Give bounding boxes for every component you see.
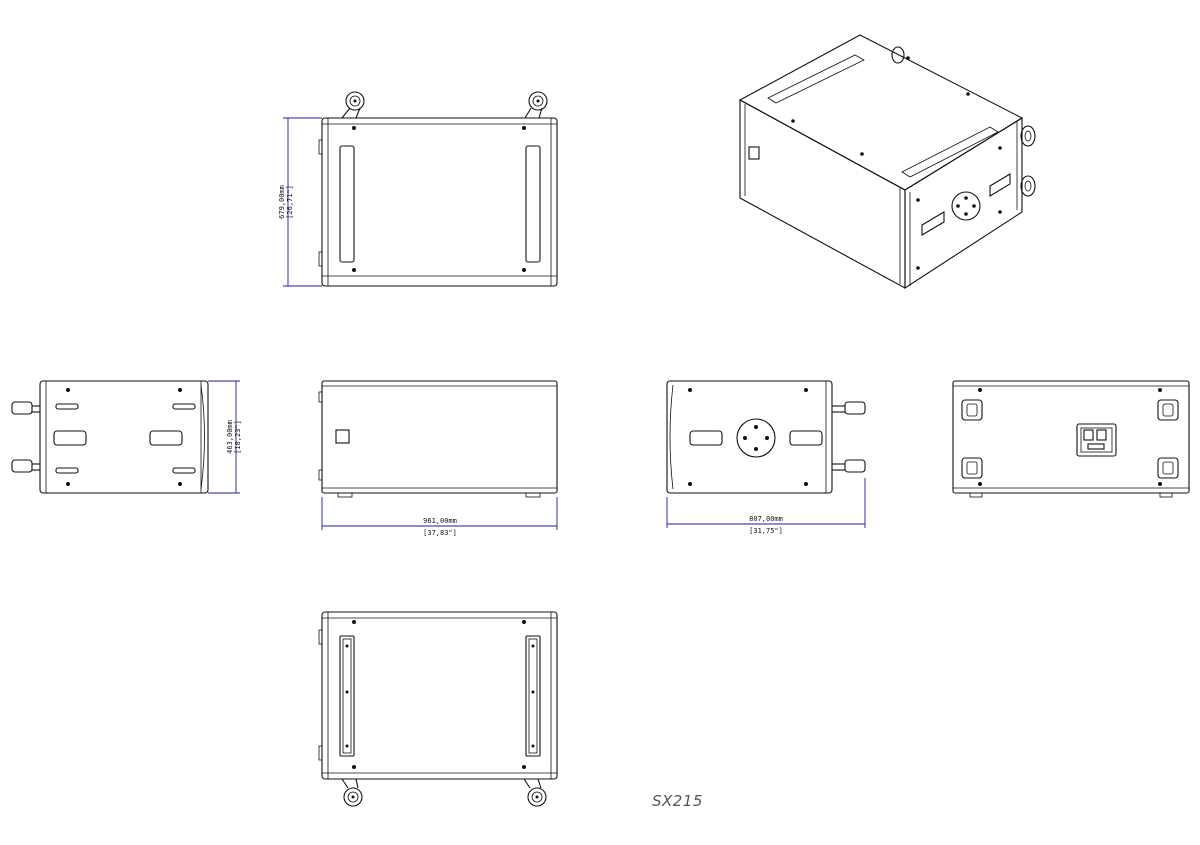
caster-icon <box>891 46 905 64</box>
side-inch-label: [31,75"] <box>749 527 783 535</box>
model-label: SX215 <box>652 792 703 810</box>
caster-icon <box>1020 175 1036 197</box>
bottom-view <box>318 611 558 807</box>
height-mm-label: 679,00mm <box>278 185 286 219</box>
caster-icon <box>961 399 983 421</box>
depth-inch-label: [18,23"] <box>234 420 242 454</box>
height-dimension: 679,00mm [26,71"] <box>278 117 322 287</box>
width-mm-label: 961,00mm <box>423 517 457 525</box>
caster-icon <box>1020 125 1036 147</box>
depth-dimension: 463,00mm [18,23"] <box>208 380 242 494</box>
side-dimension: 807,00mm [31,75"] <box>666 478 866 535</box>
caster-icon <box>1157 457 1179 479</box>
caster-icon <box>11 401 40 415</box>
caster-icon <box>523 778 547 807</box>
top-view: 679,00mm [26,71"] <box>278 91 558 287</box>
connector-panel-icon <box>1076 423 1117 457</box>
caster-icon <box>832 459 866 473</box>
caster-icon <box>832 401 866 415</box>
left-end-view: 463,00mm [18,23"] <box>11 380 242 494</box>
depth-mm-label: 463,00mm <box>226 420 234 454</box>
perspective-view <box>738 34 1036 290</box>
caster-icon <box>341 91 365 119</box>
width-dimension: 961,00mm [37,83"] <box>321 497 558 537</box>
front-view: 961,00mm [37,83"] <box>318 380 558 537</box>
caster-icon <box>341 778 363 807</box>
caster-icon <box>961 457 983 479</box>
height-inch-label: [26,71"] <box>286 185 294 219</box>
rear-panel-view <box>952 380 1190 498</box>
side-mm-label: 807,00mm <box>749 515 783 523</box>
width-inch-label: [37,83"] <box>423 529 457 537</box>
caster-icon <box>1157 399 1179 421</box>
caster-icon <box>524 91 548 119</box>
caster-icon <box>11 459 40 473</box>
side-view: 807,00mm [31,75"] <box>666 380 866 535</box>
